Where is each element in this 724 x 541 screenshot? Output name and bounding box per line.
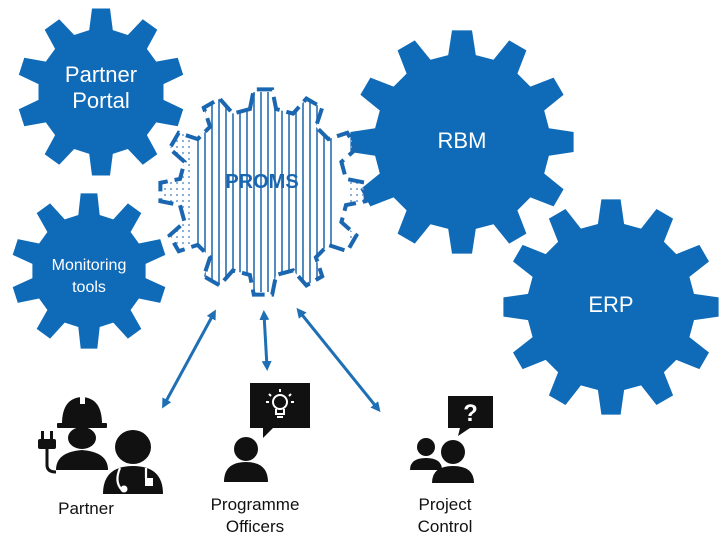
project-control-label: Project Control bbox=[405, 494, 485, 538]
project-control-label-line2: Control bbox=[417, 517, 473, 536]
project-control-label-line1: Project bbox=[418, 495, 472, 514]
partner-portal-label-line1: Partner bbox=[65, 62, 137, 87]
partner-portal-label-line2: Portal bbox=[72, 88, 129, 113]
arrow-proms-project-control bbox=[296, 307, 381, 413]
partner-label-line1: Partner bbox=[58, 499, 114, 518]
monitoring-tools-label-line2: tools bbox=[72, 279, 106, 296]
proms-label: PROMS bbox=[225, 171, 298, 193]
partner-label: Partner bbox=[46, 498, 126, 520]
programme-officers-label-line1: Programme bbox=[210, 495, 300, 514]
rbm-label: RBM bbox=[438, 128, 487, 153]
monitoring-tools-gear: Monitoring tools bbox=[12, 193, 166, 349]
person-with-lightbulb-icon bbox=[224, 383, 310, 482]
erp-gear: ERP bbox=[503, 199, 719, 415]
svg-text:?: ? bbox=[463, 400, 478, 427]
monitoring-tools-label-line1: Monitoring bbox=[52, 257, 127, 274]
people-with-question-icon: ? bbox=[410, 396, 493, 483]
programme-officers-label-line2: Officers bbox=[225, 517, 285, 536]
erp-label: ERP bbox=[588, 292, 633, 317]
arrow-proms-partner bbox=[162, 309, 216, 409]
proms-gear: PROMS bbox=[158, 87, 368, 297]
arrow-proms-programme-officers bbox=[259, 310, 272, 371]
worker-and-doctor-icon bbox=[38, 394, 163, 494]
rbm-gear: RBM bbox=[350, 30, 574, 254]
partner-portal-gear: Partner Portal bbox=[18, 8, 184, 176]
programme-officers-label: Programme Officers bbox=[200, 494, 310, 538]
